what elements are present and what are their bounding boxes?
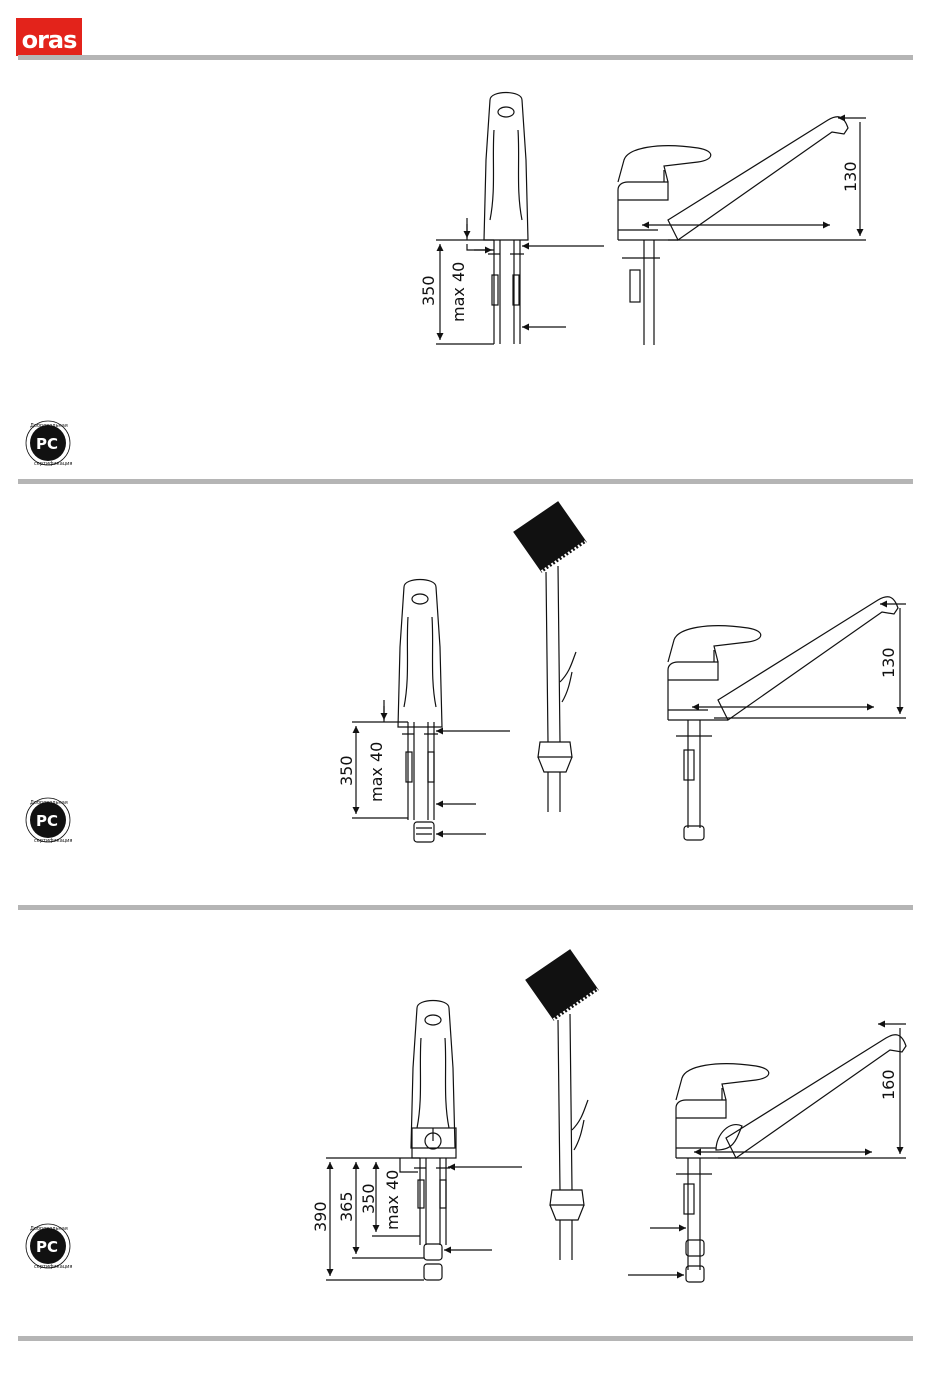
- dim-350-3: 350: [359, 1183, 378, 1214]
- cert-mark-text-1: PC: [36, 435, 58, 453]
- cert-bottom-text-3: сертификация: [34, 1264, 72, 1270]
- cert-mark-text-2: PC: [36, 812, 58, 830]
- cert-top-text-2: Добровольная: [30, 800, 68, 806]
- dim-130: 130: [841, 161, 860, 192]
- dim-max-40-2: max 40: [367, 742, 386, 802]
- cert-mark-text-3: PC: [36, 1238, 58, 1256]
- section-2-brush: [514, 502, 586, 812]
- cert-top-text-1: Добровольная: [30, 423, 68, 429]
- dim-max-40: max 40: [449, 262, 468, 322]
- dim-130-2: 130: [879, 647, 898, 678]
- dim-max-40-3: max 40: [383, 1170, 402, 1230]
- cert-top-text-3: Добровольная: [30, 1226, 68, 1232]
- dim-365: 365: [337, 1191, 356, 1222]
- dim-160: 160: [879, 1069, 898, 1100]
- section-3-side-view: [628, 1024, 906, 1282]
- dim-350-2: 350: [337, 755, 356, 786]
- dim-350: 350: [419, 275, 438, 306]
- cert-bottom-text-1: сертификация: [34, 461, 72, 467]
- cert-bottom-text-2: сертификация: [34, 838, 72, 844]
- section-3-front-view: [326, 1001, 522, 1281]
- section-2-side-view: [668, 597, 906, 840]
- section-3-brush: [526, 950, 598, 1260]
- section-1-side-view: [618, 117, 866, 345]
- dim-390: 390: [311, 1201, 330, 1232]
